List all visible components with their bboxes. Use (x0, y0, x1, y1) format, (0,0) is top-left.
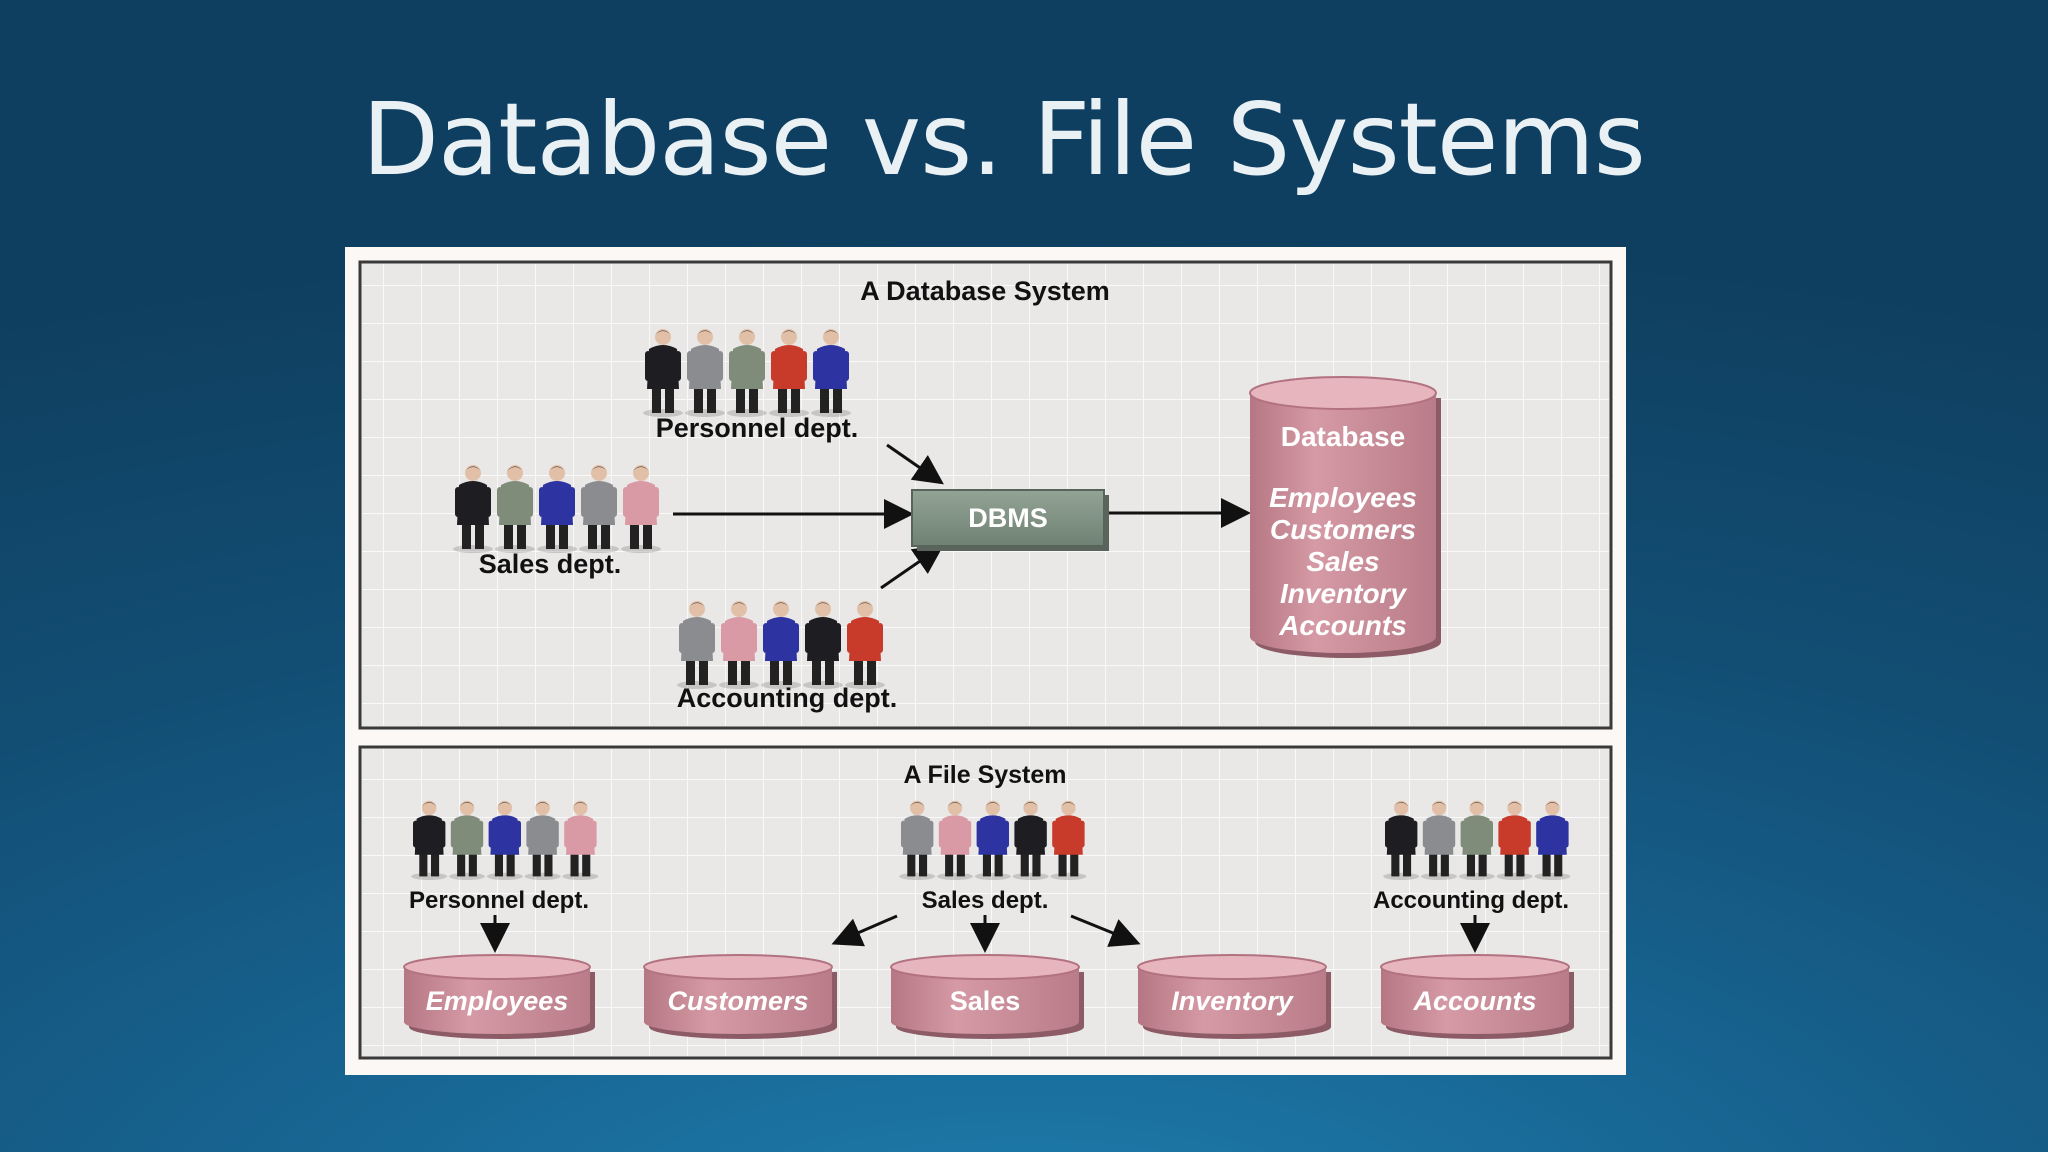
database-cylinder: Database Employees Customers Sales Inven… (1249, 376, 1441, 658)
arrow-sales-to-customers (831, 914, 898, 947)
personnel-dept-label: Personnel dept. (656, 413, 859, 443)
person-figure (1012, 800, 1049, 880)
person-figure (719, 601, 759, 689)
person-figure (1534, 800, 1571, 880)
file-inventory-cylinder: Inventory (1137, 954, 1331, 1039)
person-figure (845, 601, 885, 689)
fs-accounting-dept-label: Accounting dept. (1373, 887, 1569, 914)
fs-personnel-dept-label: Personnel dept. (409, 887, 589, 914)
person-figure (811, 329, 851, 417)
slide-title: Database vs. File Systems (362, 81, 1646, 198)
person-figure (411, 800, 448, 880)
database-title: Database (1281, 421, 1406, 452)
database-item-employees: Employees (1269, 482, 1417, 513)
personnel-dept-people (643, 329, 851, 417)
file-customers-cylinder: Customers (643, 954, 837, 1039)
arrow-accounting-to-dbms (880, 544, 944, 590)
person-figure (562, 800, 599, 880)
database-item-sales: Sales (1306, 546, 1379, 577)
file-employees-label: Employees (426, 986, 569, 1016)
database-system-panel: A Database System Personnel dept. Sales … (358, 260, 1613, 730)
person-figure (727, 329, 767, 417)
file-system-panel: A File System Personnel dept. Sales dept… (358, 745, 1613, 1060)
fs-sales-dept-label: Sales dept. (922, 887, 1049, 914)
database-item-inventory: Inventory (1280, 578, 1407, 609)
person-figure (486, 800, 523, 880)
database-item-accounts: Accounts (1278, 610, 1407, 641)
person-figure (803, 601, 843, 689)
person-figure (1458, 800, 1495, 880)
person-figure (1383, 800, 1420, 880)
dbms-label: DBMS (968, 503, 1048, 533)
person-figure (449, 800, 485, 880)
fs-personnel-dept-people (411, 800, 599, 880)
file-system-title: A File System (903, 761, 1066, 789)
person-figure (621, 465, 661, 553)
sales-dept-label: Sales dept. (479, 549, 622, 579)
file-sales-cylinder: Sales (890, 954, 1084, 1039)
fs-accounting-dept-people (1383, 800, 1571, 880)
person-figure (524, 800, 561, 880)
sales-dept-people (453, 465, 661, 553)
person-figure (761, 601, 801, 689)
fs-sales-dept-people (899, 800, 1087, 880)
database-system-title: A Database System (860, 276, 1110, 306)
file-sales-label: Sales (950, 986, 1021, 1016)
person-figure (1421, 800, 1457, 880)
person-figure (1496, 800, 1533, 880)
file-employees-cylinder: Employees (403, 954, 595, 1039)
accounting-dept-label: Accounting dept. (677, 683, 897, 713)
person-figure (579, 465, 619, 553)
arrow-sales-to-inventory (1070, 914, 1141, 947)
file-inventory-label: Inventory (1171, 986, 1295, 1016)
person-figure (685, 329, 725, 417)
person-figure (1050, 800, 1087, 880)
person-figure (677, 601, 717, 689)
person-figure (495, 465, 535, 553)
person-figure (643, 329, 683, 417)
person-figure (453, 465, 493, 553)
file-accounts-cylinder: Accounts (1380, 954, 1574, 1039)
person-figure (899, 800, 936, 880)
database-item-customers: Customers (1270, 514, 1416, 545)
person-figure (537, 465, 577, 553)
person-figure (974, 800, 1011, 880)
arrow-personnel-to-dbms (886, 443, 944, 485)
file-accounts-label: Accounts (1412, 986, 1536, 1016)
diagram-figure: A Database System Personnel dept. Sales … (345, 247, 1626, 1075)
person-figure (937, 800, 973, 880)
accounting-dept-people (677, 601, 885, 689)
person-figure (769, 329, 809, 417)
dbms-box: DBMS (911, 489, 1109, 551)
file-customers-label: Customers (667, 986, 808, 1016)
